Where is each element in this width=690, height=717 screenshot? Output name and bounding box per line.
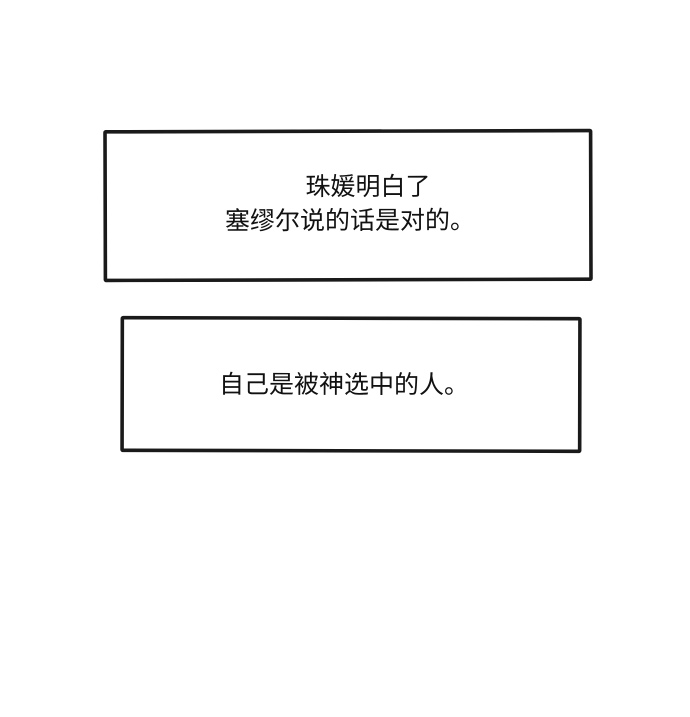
caption-line: 珠媛明白了	[305, 171, 431, 202]
caption-text-2: 自己是被神选中的人。	[219, 368, 469, 403]
caption-box-1: 珠媛明白了 塞缪尔说的话是对的。	[103, 129, 593, 282]
caption-line: 塞缪尔说的话是对的。	[224, 205, 476, 236]
caption-box-2: 自己是被神选中的人。	[120, 316, 582, 453]
caption-text-1: 珠媛明白了 塞缪尔说的话是对的。	[107, 169, 589, 238]
caption-line: 自己是被神选中的人。	[218, 369, 470, 400]
